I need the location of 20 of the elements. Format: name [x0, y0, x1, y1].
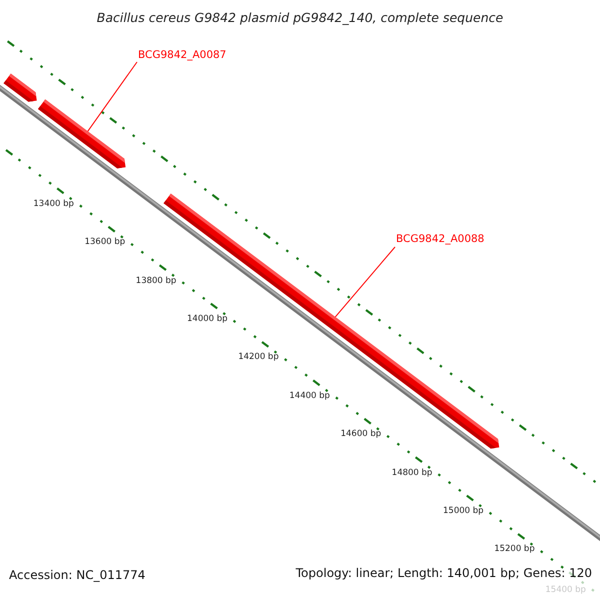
position-label: 14800 bp	[392, 468, 432, 478]
gene-arrow	[164, 194, 500, 449]
position-label: 14200 bp	[238, 352, 279, 362]
position-label: 15000 bp	[443, 506, 484, 516]
accession-text: Accession: NC_011774	[9, 568, 146, 582]
leader-line	[87, 62, 138, 132]
position-label: 14400 bp	[289, 390, 330, 401]
summary-text: Topology: linear; Length: 140,001 bp; Genes: 120	[296, 566, 592, 580]
gene-label: BCG9842_A0088	[396, 233, 484, 245]
gene-arrow	[4, 74, 37, 102]
title: Bacillus cereus G9842 plasmid pG9842_140, complete sequence	[96, 10, 504, 25]
position-label: 14600 bp	[340, 429, 382, 440]
position-label: 14000 bp	[187, 314, 228, 324]
position-label: 15200 bp	[494, 544, 535, 554]
leader-line	[334, 246, 396, 318]
gene-label: BCG9842_A0087	[138, 49, 226, 61]
position-label: 13600 bp	[84, 237, 126, 248]
gene-arrow	[38, 99, 126, 168]
position-label: 13400 bp	[33, 198, 74, 209]
position-label: 13800 bp	[136, 276, 176, 286]
